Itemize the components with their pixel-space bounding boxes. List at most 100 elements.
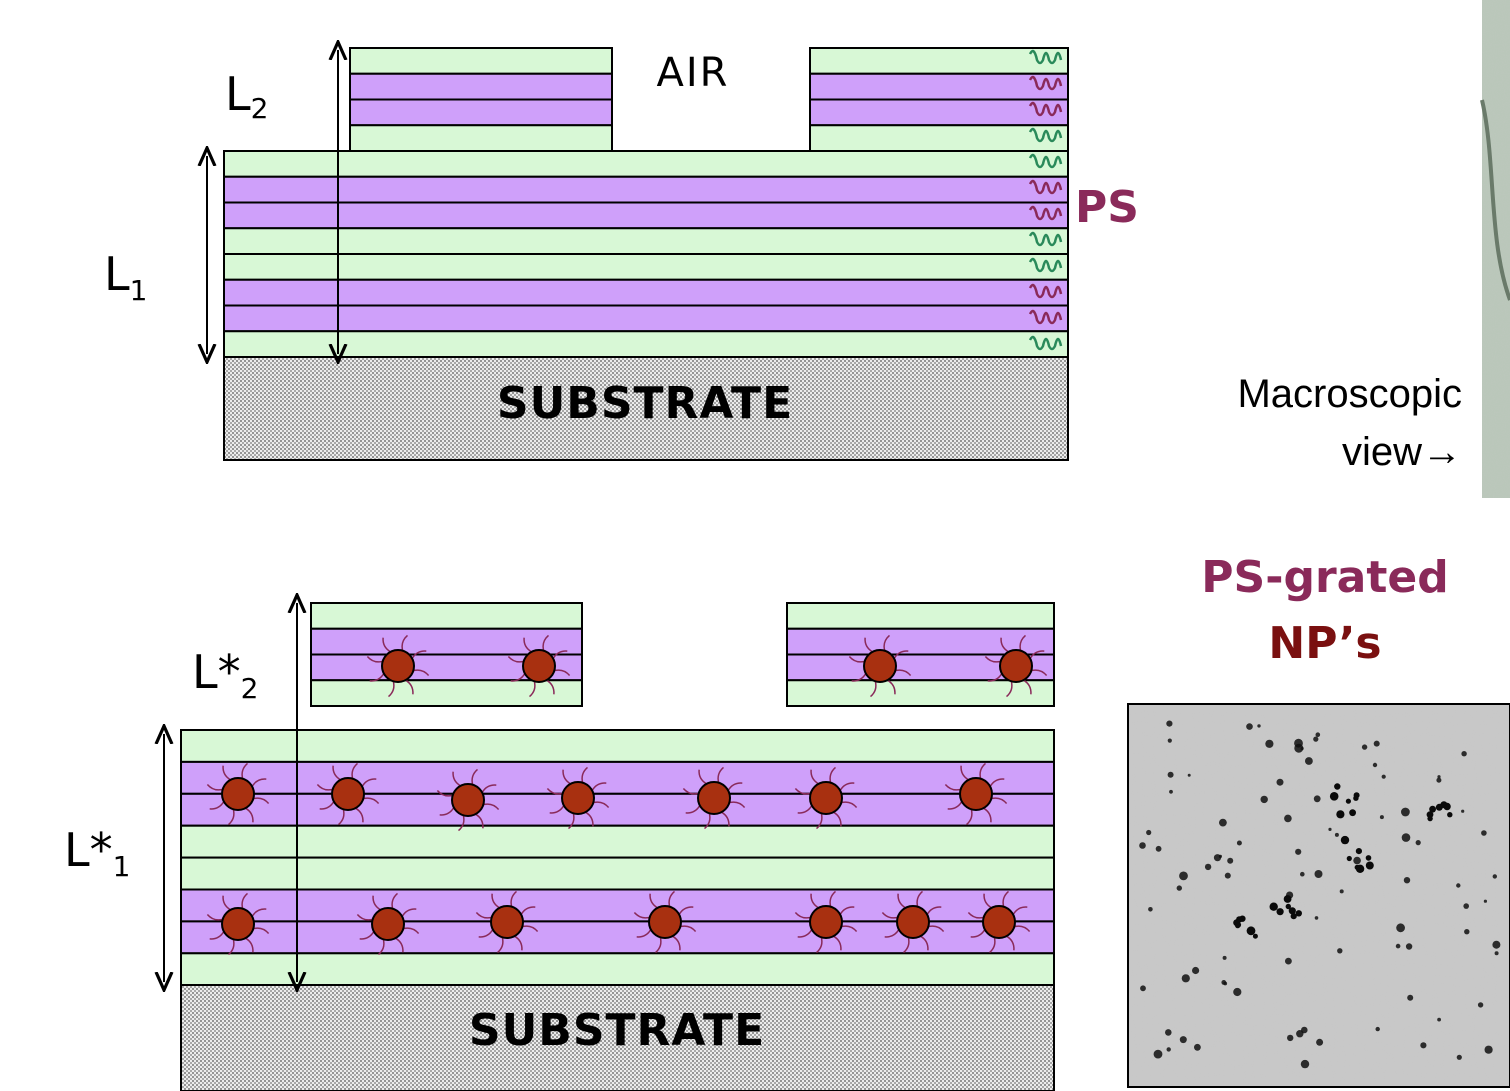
bottom-film-layer-green (180, 952, 1055, 987)
bottom-right-block-layer-green (786, 679, 1055, 707)
tem-particle (1447, 812, 1453, 818)
top-left-block-layer-purple (349, 72, 613, 101)
tem-particle (1461, 809, 1465, 813)
nanoparticle (316, 762, 380, 826)
tem-particle (1313, 736, 1319, 742)
tem-particle (1235, 922, 1242, 928)
nanoparticle (546, 766, 610, 830)
top-l1-label: L1 (104, 247, 147, 307)
top-left-block-layer-purple (349, 98, 613, 127)
tem-particle (1204, 863, 1212, 871)
tem-particle (1305, 757, 1313, 765)
tem-particle (1166, 720, 1173, 727)
bottom-right-block-layer-green (786, 602, 1055, 630)
tem-particle (1477, 1002, 1484, 1008)
nanoparticle (206, 762, 270, 826)
macroscopic-view-label: view→ (1341, 430, 1462, 474)
top-substrate-label: SUBSTRATE (497, 378, 793, 429)
nanoparticle (633, 890, 697, 954)
nanoparticle (206, 892, 270, 956)
top-film-layer-purple (223, 304, 1069, 333)
tem-particle (1427, 815, 1433, 822)
tem-particle (1456, 883, 1461, 888)
tem-particle (1492, 940, 1501, 949)
tem-particle (1483, 899, 1487, 903)
ps-chain (1028, 309, 1063, 325)
ps-chain (1028, 101, 1063, 117)
bottom-film-layer-purple (180, 760, 1055, 795)
tem-particle (1167, 771, 1174, 778)
bottom-substrate (180, 984, 1055, 1091)
nanoparticle (794, 890, 858, 954)
tem-particle (1296, 1030, 1304, 1038)
nanoparticle (436, 768, 500, 832)
tem-particle (1381, 774, 1386, 779)
tem-particle (1407, 994, 1414, 1001)
tem-particle (1436, 777, 1442, 783)
top-film-layer-purple (223, 278, 1069, 307)
bottom-substrate-label: SUBSTRATE (469, 1005, 765, 1056)
tem-particle (1221, 980, 1227, 985)
tem-particle (1353, 856, 1361, 865)
tem-particle (1252, 933, 1258, 939)
tem-particle (1265, 739, 1274, 748)
tem-image (1127, 703, 1510, 1088)
bottom-diagram: SUBSTRATE L*2 L*1 (64, 602, 1055, 1091)
ps-chain (1028, 49, 1063, 65)
tem-particle (1435, 803, 1443, 811)
tem-particle (1233, 987, 1242, 997)
tem-particle (1329, 792, 1339, 801)
tem-particle (1290, 913, 1297, 920)
ps-chain (1028, 257, 1063, 273)
ps-chain (1028, 179, 1063, 195)
tem-particle (1167, 738, 1172, 743)
tem-particle (1405, 943, 1413, 950)
tem-particle (1284, 814, 1292, 823)
tem-particle (1365, 861, 1374, 870)
tem-particle (1260, 795, 1268, 804)
tem-particle (1334, 832, 1339, 837)
tem-particle (1257, 724, 1261, 728)
tem-particle (1246, 723, 1253, 730)
tem-particle (1285, 903, 1292, 910)
tem-particle (1396, 923, 1405, 933)
tem-particle (1246, 926, 1256, 936)
tem-particle (1218, 854, 1222, 859)
tem-particle (1337, 948, 1343, 954)
tem-particle (1300, 1059, 1310, 1069)
tem-particle (1276, 778, 1284, 786)
tem-particle (1222, 955, 1227, 960)
top-film-layer-green (223, 227, 1069, 255)
tem-particles (1139, 720, 1501, 1069)
tem-particle (1285, 957, 1292, 965)
tem-particle (1345, 798, 1351, 804)
nanoparticle (881, 890, 945, 954)
tem-particle (1153, 1049, 1163, 1059)
tem-particle (1146, 829, 1152, 836)
top-left-block-layer-green (349, 47, 613, 75)
tem-particle (1187, 773, 1191, 777)
nanoparticle-group (206, 634, 1048, 956)
tem-particle (1287, 1034, 1294, 1042)
tem-particle (1372, 762, 1378, 768)
nanoparticle (475, 890, 539, 954)
tem-particle (1181, 974, 1190, 983)
tem-particle (1283, 895, 1292, 903)
tem-particle (1295, 848, 1302, 855)
tem-particle (1461, 751, 1467, 757)
tem-particle (1437, 775, 1441, 779)
ps-chain (1028, 335, 1063, 351)
nanoparticle (356, 892, 420, 956)
top-substrate (223, 356, 1069, 461)
tem-particle (1328, 827, 1332, 832)
tem-particle (1426, 811, 1434, 818)
ps-chain (1028, 205, 1063, 221)
tem-particle (1355, 848, 1362, 855)
bottom-l2-label: L*2 (192, 645, 258, 705)
tem-particle (1401, 833, 1411, 842)
ps-chain (1028, 283, 1063, 299)
tem-particle (1179, 871, 1188, 881)
bottom-left-block-layer-green (310, 679, 583, 707)
tem-particle (1361, 744, 1368, 750)
